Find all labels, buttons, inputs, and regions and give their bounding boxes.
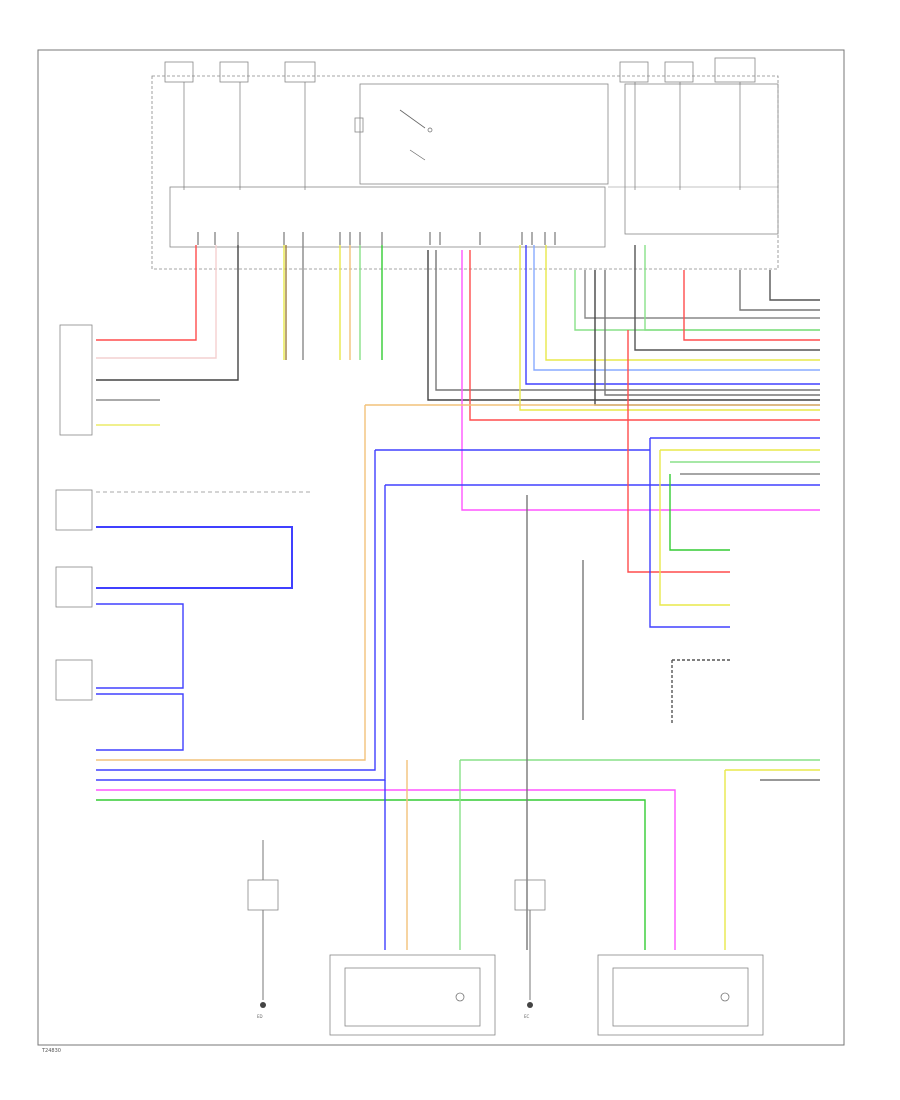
wires-right-sensor [627,330,730,725]
ground-symbols [260,1002,533,1008]
page-code: T24830 [41,1048,61,1054]
wires-bus [365,404,820,486]
ecu-block [151,75,779,270]
lower-harness [96,405,820,950]
bottom-modules [247,840,764,1036]
diagram-border [37,49,845,1046]
ground-label-2: EC [524,1014,530,1019]
wires-vertical [96,245,820,511]
left-sensors [55,324,310,751]
ground-label-1: ED [257,1014,263,1019]
fuse-headers [164,57,756,83]
